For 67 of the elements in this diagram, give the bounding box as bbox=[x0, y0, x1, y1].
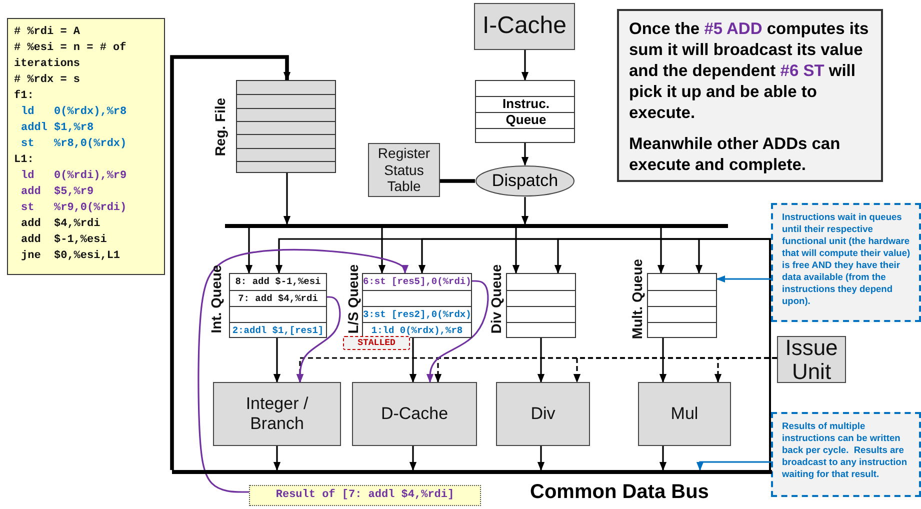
arrow bbox=[512, 228, 520, 274]
queue-label: Mult. Queue bbox=[629, 259, 645, 340]
status-table-box: Register Status Table bbox=[368, 143, 440, 197]
connector-line bbox=[440, 179, 475, 183]
code-line: st %r8,0(%rdx) bbox=[20, 137, 128, 152]
queue-label: Int. Queue bbox=[208, 264, 224, 334]
queue-label: L/S Queue bbox=[345, 264, 361, 334]
code-line: st %r9,0(%rdi) bbox=[20, 201, 128, 216]
curved-arrow bbox=[198, 248, 409, 493]
note-box bbox=[617, 9, 883, 182]
code-line: add $4,%rdi bbox=[20, 217, 102, 232]
arrow bbox=[521, 50, 529, 81]
arrow bbox=[716, 275, 771, 283]
code-line: addl $1,%r8 bbox=[20, 121, 95, 136]
arrow bbox=[659, 338, 667, 383]
queue-entry: 6:st [res5],0(%rdi) bbox=[363, 275, 471, 289]
arrow bbox=[657, 228, 665, 274]
arrow bbox=[537, 446, 545, 471]
code-listing-box bbox=[7, 18, 165, 275]
queue-entry: 7: add $4,%rdi bbox=[230, 290, 326, 306]
functional-unit-box: Integer / Branch bbox=[213, 382, 341, 446]
arrow bbox=[695, 238, 771, 470]
result-tag: Result of [7: addl $4,%rdi] bbox=[249, 485, 481, 506]
note-text: Once the #5 ADD computes its sum it will broadcast its value and the dependent #6 ST will pick it up and be able to execute. bbox=[629, 19, 870, 124]
callout-note: Results of multiple instructions can be written back per cycle. Results are broadcast to any instruction waiting for that result. bbox=[771, 412, 921, 497]
code-line: # %rdi = A bbox=[14, 25, 82, 40]
bus-label: Common Data Bus bbox=[530, 481, 709, 504]
code-line: # %rdx = s bbox=[14, 73, 82, 88]
arrow bbox=[696, 461, 771, 471]
arrow bbox=[170, 55, 291, 470]
queue-entry: 2:addl $1,[res1] bbox=[230, 322, 326, 338]
code-line: add $5,%r9 bbox=[20, 185, 95, 200]
dispatch-ellipse: Dispatch bbox=[475, 165, 575, 197]
code-line: # %esi = n = # of iterations bbox=[14, 40, 128, 72]
instruction-queue bbox=[475, 80, 575, 143]
arrow bbox=[245, 228, 253, 274]
cache-box: I-Cache bbox=[474, 3, 575, 50]
queue-label: Div Queue bbox=[488, 264, 504, 334]
queue-title: Instruc. Queue bbox=[502, 96, 550, 128]
functional-unit-box: D-Cache bbox=[352, 382, 477, 446]
code-line: add $-1,%esi bbox=[20, 233, 108, 248]
code-line: jne $0,%esi,L1 bbox=[20, 249, 122, 264]
issue-unit-box: Issue Unit bbox=[777, 336, 846, 383]
functional-unit-box: Mul bbox=[638, 382, 731, 446]
stalled-tag: STALLED bbox=[343, 336, 410, 350]
functional-unit-box: Div bbox=[496, 382, 590, 446]
arrow bbox=[273, 446, 281, 471]
code-line: ld 0(%rdx),%r8 bbox=[20, 105, 128, 120]
arrow bbox=[409, 446, 417, 471]
arrow bbox=[537, 338, 545, 383]
register-file-label: Reg. File bbox=[212, 97, 228, 156]
queue-entry: 8: add $-1,%esi bbox=[234, 275, 322, 289]
arrow bbox=[283, 173, 291, 225]
arrow bbox=[378, 228, 386, 274]
code-line: L1: bbox=[14, 153, 35, 168]
callout-note: Instructions wait in queues until their respective functional unit (the hardware that will compute their value) is free AND they have their data available (from the instructions they depend upon). bbox=[771, 203, 921, 322]
code-line: f1: bbox=[14, 88, 35, 104]
arrow bbox=[521, 197, 529, 225]
note-text: Meanwhile other ADDs can execute and complete. bbox=[629, 134, 842, 176]
curved-arrow bbox=[426, 280, 489, 383]
queue-entry: 3:st [res2],0(%rdx) bbox=[363, 306, 471, 322]
code-line: ld 0(%rdi),%r9 bbox=[20, 169, 128, 184]
arrow bbox=[521, 143, 529, 166]
dashed-arrow bbox=[714, 357, 777, 383]
arrow bbox=[659, 446, 667, 471]
arrow bbox=[409, 338, 417, 383]
arrow bbox=[273, 338, 281, 383]
